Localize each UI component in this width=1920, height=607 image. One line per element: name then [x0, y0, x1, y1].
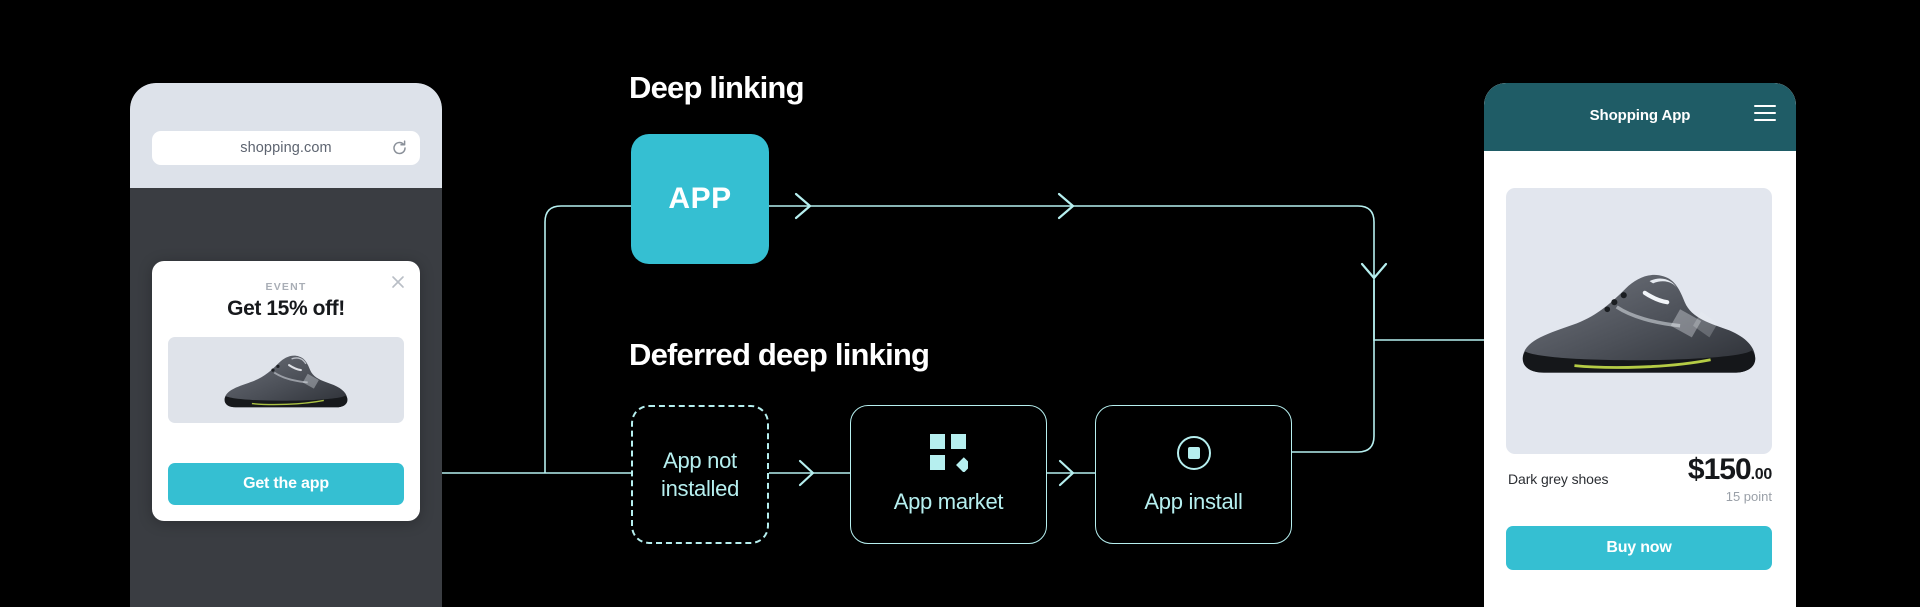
- get-the-app-button[interactable]: Get the app: [168, 463, 404, 505]
- heading-deferred-deep-linking: Deferred deep linking: [629, 337, 930, 372]
- promo-title: Get 15% off!: [227, 297, 345, 320]
- node-app-label: APP: [668, 182, 732, 215]
- arrowhead-down-to-phone: [1360, 262, 1388, 280]
- right-phone-mockup: Shopping App: [1484, 83, 1796, 607]
- promo-product-image: [168, 337, 404, 423]
- buy-now-button[interactable]: Buy now: [1506, 526, 1772, 570]
- product-image[interactable]: [1506, 188, 1772, 454]
- grid-diamond-icon: [929, 433, 968, 472]
- node-app-not-installed[interactable]: App not installed: [631, 405, 769, 544]
- heading-deep-linking: Deep linking: [629, 70, 805, 105]
- promo-eyebrow: EVENT: [265, 281, 307, 293]
- price-main: $150: [1687, 453, 1752, 486]
- node-app-not-installed-line2: installed: [660, 475, 740, 501]
- sneaker-illustration: [215, 343, 358, 417]
- download-circle-icon: [1175, 434, 1213, 472]
- url-text: shopping.com: [240, 140, 332, 156]
- url-bar[interactable]: shopping.com: [152, 131, 420, 165]
- node-app-not-installed-line1: App not: [663, 447, 737, 473]
- app-title: Shopping App: [1589, 107, 1691, 124]
- arrowhead-market-install: [1058, 459, 1075, 487]
- promo-popup-card: EVENT Get 15% off!: [152, 261, 420, 521]
- node-app-market[interactable]: App market: [850, 405, 1047, 544]
- line-left-riser: [544, 205, 631, 473]
- node-app[interactable]: APP: [631, 134, 769, 264]
- arrowhead-app-right-1: [794, 192, 812, 220]
- close-icon[interactable]: [389, 273, 407, 291]
- app-top-bar: Shopping App: [1484, 83, 1796, 151]
- sneaker-illustration: [1506, 245, 1772, 396]
- node-app-market-label: App market: [893, 488, 1004, 514]
- arrowhead-notinstalled-market: [798, 459, 815, 487]
- arrowhead-app-right-2: [1057, 192, 1075, 220]
- points-label: 15 point: [1725, 489, 1772, 504]
- browser-chrome-bar: shopping.com: [130, 83, 442, 188]
- line-drop-to-phone: [1373, 280, 1484, 341]
- product-name: Dark grey shoes: [1508, 471, 1609, 487]
- price-cents: .00: [1750, 466, 1773, 483]
- node-app-install-label: App install: [1144, 488, 1243, 514]
- left-phone-mockup: shopping.com EVENT Get 15% off!: [130, 83, 442, 607]
- reload-icon[interactable]: [391, 140, 408, 157]
- node-app-install[interactable]: App install: [1095, 405, 1292, 544]
- price-block: $150.00 15 point: [1688, 453, 1772, 504]
- hamburger-menu-icon[interactable]: [1754, 105, 1776, 123]
